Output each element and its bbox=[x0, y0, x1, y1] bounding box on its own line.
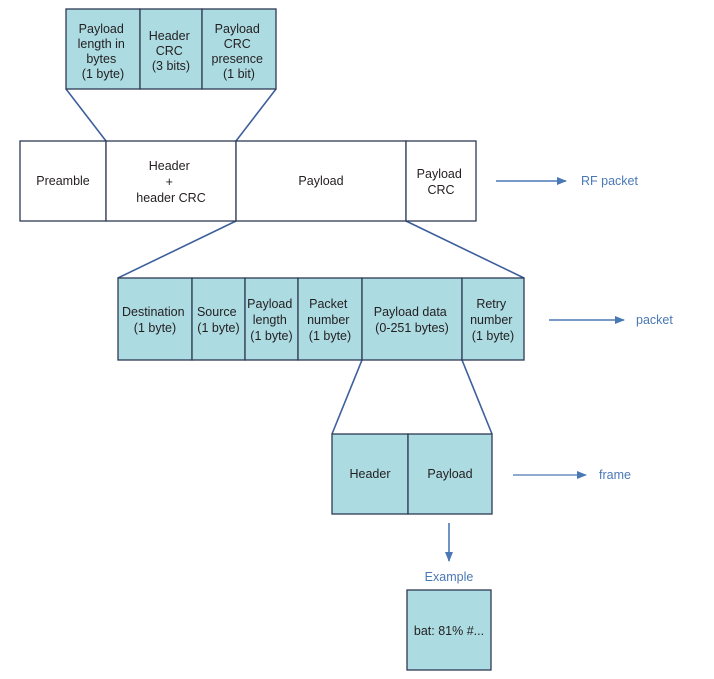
header-detail-cell bbox=[65, 8, 141, 90]
rf-packet-label: Preamble bbox=[36, 174, 90, 188]
packet-cell bbox=[244, 277, 299, 361]
rf-packet-cell bbox=[405, 140, 477, 222]
header-detail-label: Payload length in bytes (1 byte) bbox=[78, 22, 129, 81]
frame-cell bbox=[407, 433, 493, 515]
packet-cell bbox=[191, 277, 246, 361]
example-content: bat: 81% #... bbox=[414, 624, 484, 638]
header-detail-label: Header CRC (3 bits) bbox=[149, 29, 193, 73]
packet-label: Retry number (1 byte) bbox=[470, 297, 516, 343]
packet-label: Payload data (0-251 bytes) bbox=[374, 305, 450, 335]
frame-label: Payload bbox=[427, 467, 472, 481]
packet-cell bbox=[461, 277, 525, 361]
packet-cell bbox=[297, 277, 363, 361]
rf-packet-label: Payload CRC bbox=[417, 167, 466, 197]
packet-arrow-label: packet bbox=[636, 313, 673, 327]
frame-cell bbox=[331, 433, 409, 515]
payload-data-zoom-line-right bbox=[461, 359, 493, 435]
payload-zoom-line-left bbox=[117, 220, 237, 279]
header-detail-label: Payload CRC presence (1 bit) bbox=[212, 22, 267, 81]
frame-arrow-label: frame bbox=[599, 468, 631, 482]
header-detail-row: Payload length in bytes (1 byte) Header … bbox=[65, 8, 277, 90]
packet-label: Packet number (1 byte) bbox=[307, 297, 353, 343]
connector-lines bbox=[65, 88, 525, 435]
rf-packet-row: Preamble Header + header CRC Payload Pay… bbox=[19, 140, 638, 222]
header-zoom-line-left bbox=[65, 88, 107, 142]
rf-packet-arrow-label: RF packet bbox=[581, 174, 638, 188]
example-box bbox=[406, 589, 492, 671]
frame-label: Header bbox=[350, 467, 391, 481]
rf-packet-label: Header + header CRC bbox=[136, 159, 205, 205]
payload-data-zoom-line-left bbox=[331, 359, 363, 435]
rf-packet-cell bbox=[105, 140, 237, 222]
payload-zoom-line-right bbox=[405, 220, 525, 279]
header-detail-cell bbox=[201, 8, 277, 90]
packet-row: Destination (1 byte) Source (1 byte) Pay… bbox=[117, 277, 673, 361]
frame-row: Header Payload frame bbox=[331, 433, 631, 515]
header-zoom-line-right bbox=[235, 88, 277, 142]
example-label: Example bbox=[425, 570, 474, 584]
packet-cell bbox=[117, 277, 193, 361]
example-group: Example bat: 81% #... bbox=[406, 523, 492, 671]
packet-label: Source (1 byte) bbox=[197, 305, 240, 335]
packet-cell bbox=[361, 277, 463, 361]
rf-packet-label: Payload bbox=[298, 174, 343, 188]
packet-label: Destination (1 byte) bbox=[122, 305, 188, 335]
packet-label: Payload length (1 byte) bbox=[247, 297, 296, 343]
